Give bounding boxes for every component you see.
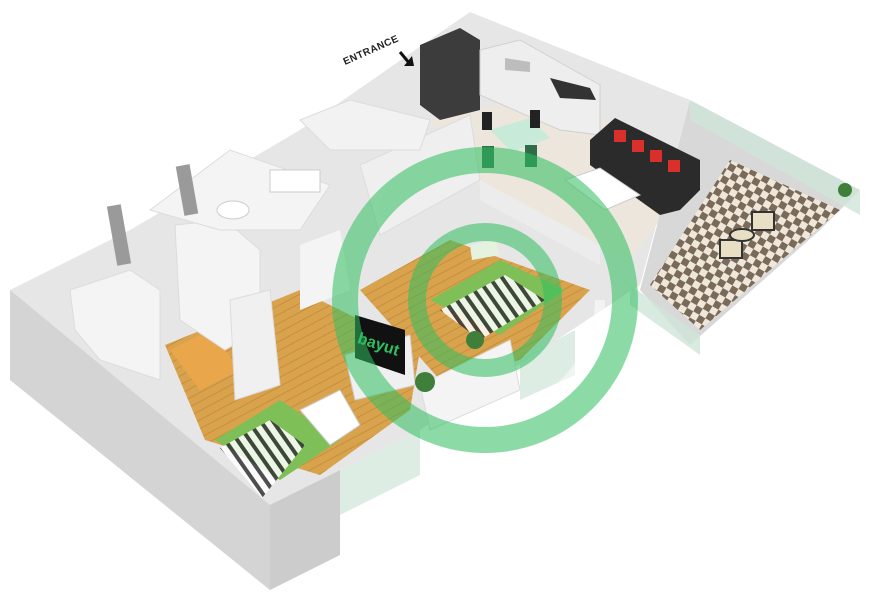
bedroom-2-bed	[430, 240, 565, 340]
kitchen	[420, 28, 601, 136]
bedroom-1-bed	[215, 389, 361, 498]
balcony-chair	[719, 211, 775, 259]
sofa	[563, 118, 700, 215]
sink	[505, 58, 530, 72]
cooktop	[550, 78, 596, 100]
glass-panels	[340, 330, 575, 515]
entrance-label: ENTRANCE	[342, 33, 401, 67]
bathroom-fixtures	[106, 164, 321, 266]
refrigerator	[420, 28, 480, 120]
arrow-down-right-icon	[398, 51, 414, 66]
plants	[415, 183, 852, 392]
wardrobe-floor	[170, 330, 240, 390]
bayut-ring-logo-icon	[332, 147, 638, 453]
